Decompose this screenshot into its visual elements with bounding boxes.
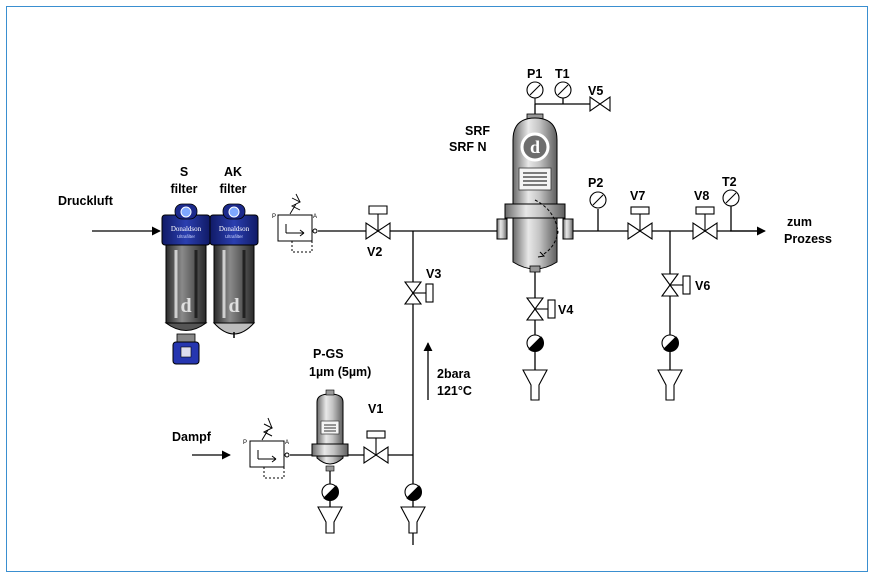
drain-funnel-v6-line xyxy=(657,369,683,401)
gauge-p1 xyxy=(526,81,544,104)
ak-filter: Donaldson Ultrafilter d xyxy=(209,203,259,338)
diagram-frame xyxy=(6,6,868,572)
gauge-t1 xyxy=(554,81,572,99)
gauge-t2 xyxy=(722,189,740,207)
valve-v2 xyxy=(365,205,391,241)
label-s-filter-2: filter xyxy=(170,182,197,196)
label-pgs-1: P-GS xyxy=(313,347,344,361)
label-v3: V3 xyxy=(426,267,441,281)
s-filter: Donaldson Ultrafilter d xyxy=(161,203,211,365)
valve-v7 xyxy=(627,206,653,241)
label-s-filter-1: S xyxy=(180,165,188,179)
steam-trap-v3-line xyxy=(404,483,423,502)
valve-v8 xyxy=(692,206,718,241)
label-steam-pressure: 2bara xyxy=(437,367,471,381)
valve-v1 xyxy=(363,430,389,465)
svg-text:A: A xyxy=(313,214,317,220)
label-v4: V4 xyxy=(558,303,573,317)
label-v2: V2 xyxy=(367,245,382,259)
label-p2: P2 xyxy=(588,176,603,190)
valve-v5 xyxy=(589,95,611,113)
drain-funnel-pgs xyxy=(317,506,343,534)
label-v6: V6 xyxy=(695,279,710,293)
label-t2: T2 xyxy=(722,175,737,189)
svg-text:Donaldson: Donaldson xyxy=(219,225,250,233)
svg-text:A: A xyxy=(285,440,289,446)
svg-text:d: d xyxy=(530,137,540,157)
label-steam-temp: 121°C xyxy=(437,384,472,398)
label-outlet-2: Prozess xyxy=(784,232,832,246)
label-srf-2: SRF N xyxy=(449,140,487,154)
label-ak-filter-2: filter xyxy=(219,182,246,196)
svg-text:Ultrafilter: Ultrafilter xyxy=(225,234,244,239)
label-pgs-2: 1µm (5µm) xyxy=(309,365,371,379)
label-t1: T1 xyxy=(555,67,570,81)
svg-text:Donaldson: Donaldson xyxy=(171,225,202,233)
drain-funnel-srf xyxy=(522,369,548,401)
valve-v6 xyxy=(660,273,691,297)
label-v5: V5 xyxy=(588,84,603,98)
svg-text:d: d xyxy=(228,295,239,317)
steam-trap-v6-line xyxy=(661,334,680,353)
label-ak-filter-1: AK xyxy=(224,165,242,179)
p-gs-filter xyxy=(311,389,349,472)
steam-trap-pgs xyxy=(321,483,340,502)
valve-v3 xyxy=(403,281,434,305)
svg-text:P: P xyxy=(272,214,276,220)
label-druckluft: Druckluft xyxy=(58,194,114,208)
pressure-regulator-air xyxy=(277,193,318,253)
label-dampf: Dampf xyxy=(172,430,212,444)
label-outlet-1: zum xyxy=(787,215,812,229)
label-srf-1: SRF xyxy=(465,124,490,138)
label-v1: V1 xyxy=(368,402,383,416)
srf-filter-vessel: d xyxy=(496,113,574,273)
label-v8: V8 xyxy=(694,189,709,203)
steam-trap-srf xyxy=(526,334,545,353)
label-p1: P1 xyxy=(527,67,542,81)
gauge-p2 xyxy=(589,191,607,209)
svg-text:d: d xyxy=(180,295,191,317)
pressure-regulator-steam xyxy=(249,417,290,479)
svg-text:Ultrafilter: Ultrafilter xyxy=(177,234,196,239)
label-v7: V7 xyxy=(630,189,645,203)
drain-funnel-v3-line xyxy=(400,506,426,534)
svg-text:P: P xyxy=(243,440,247,446)
valve-v4 xyxy=(525,297,556,321)
